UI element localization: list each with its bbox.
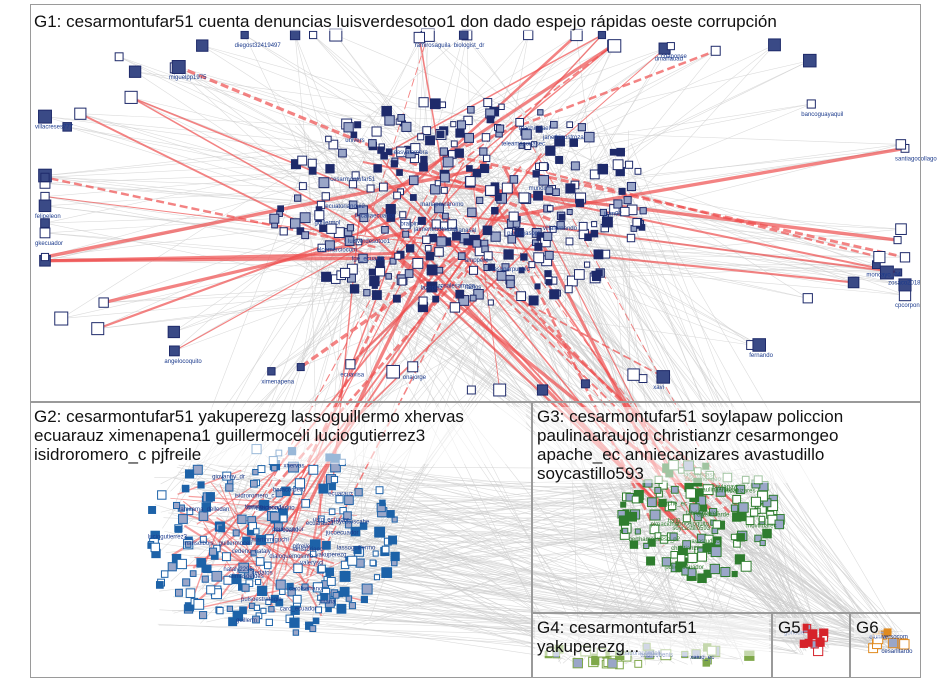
group-label-g2: G2: cesarmontufar51 yakuperezg lassoguil… [32,407,526,464]
group-label-g1: G1: cesarmontufar51 cuenta denuncias lui… [32,12,916,31]
group-label-g5: G5 [776,618,803,637]
group-label-g4: G4: cesarmontufar51 yakuperezg... [535,618,769,656]
group-panel-g1 [30,4,921,402]
group-label-g3: G3: cesarmontufar51 soylapaw policcion p… [535,407,919,483]
group-label-g6: G6 [854,618,881,637]
